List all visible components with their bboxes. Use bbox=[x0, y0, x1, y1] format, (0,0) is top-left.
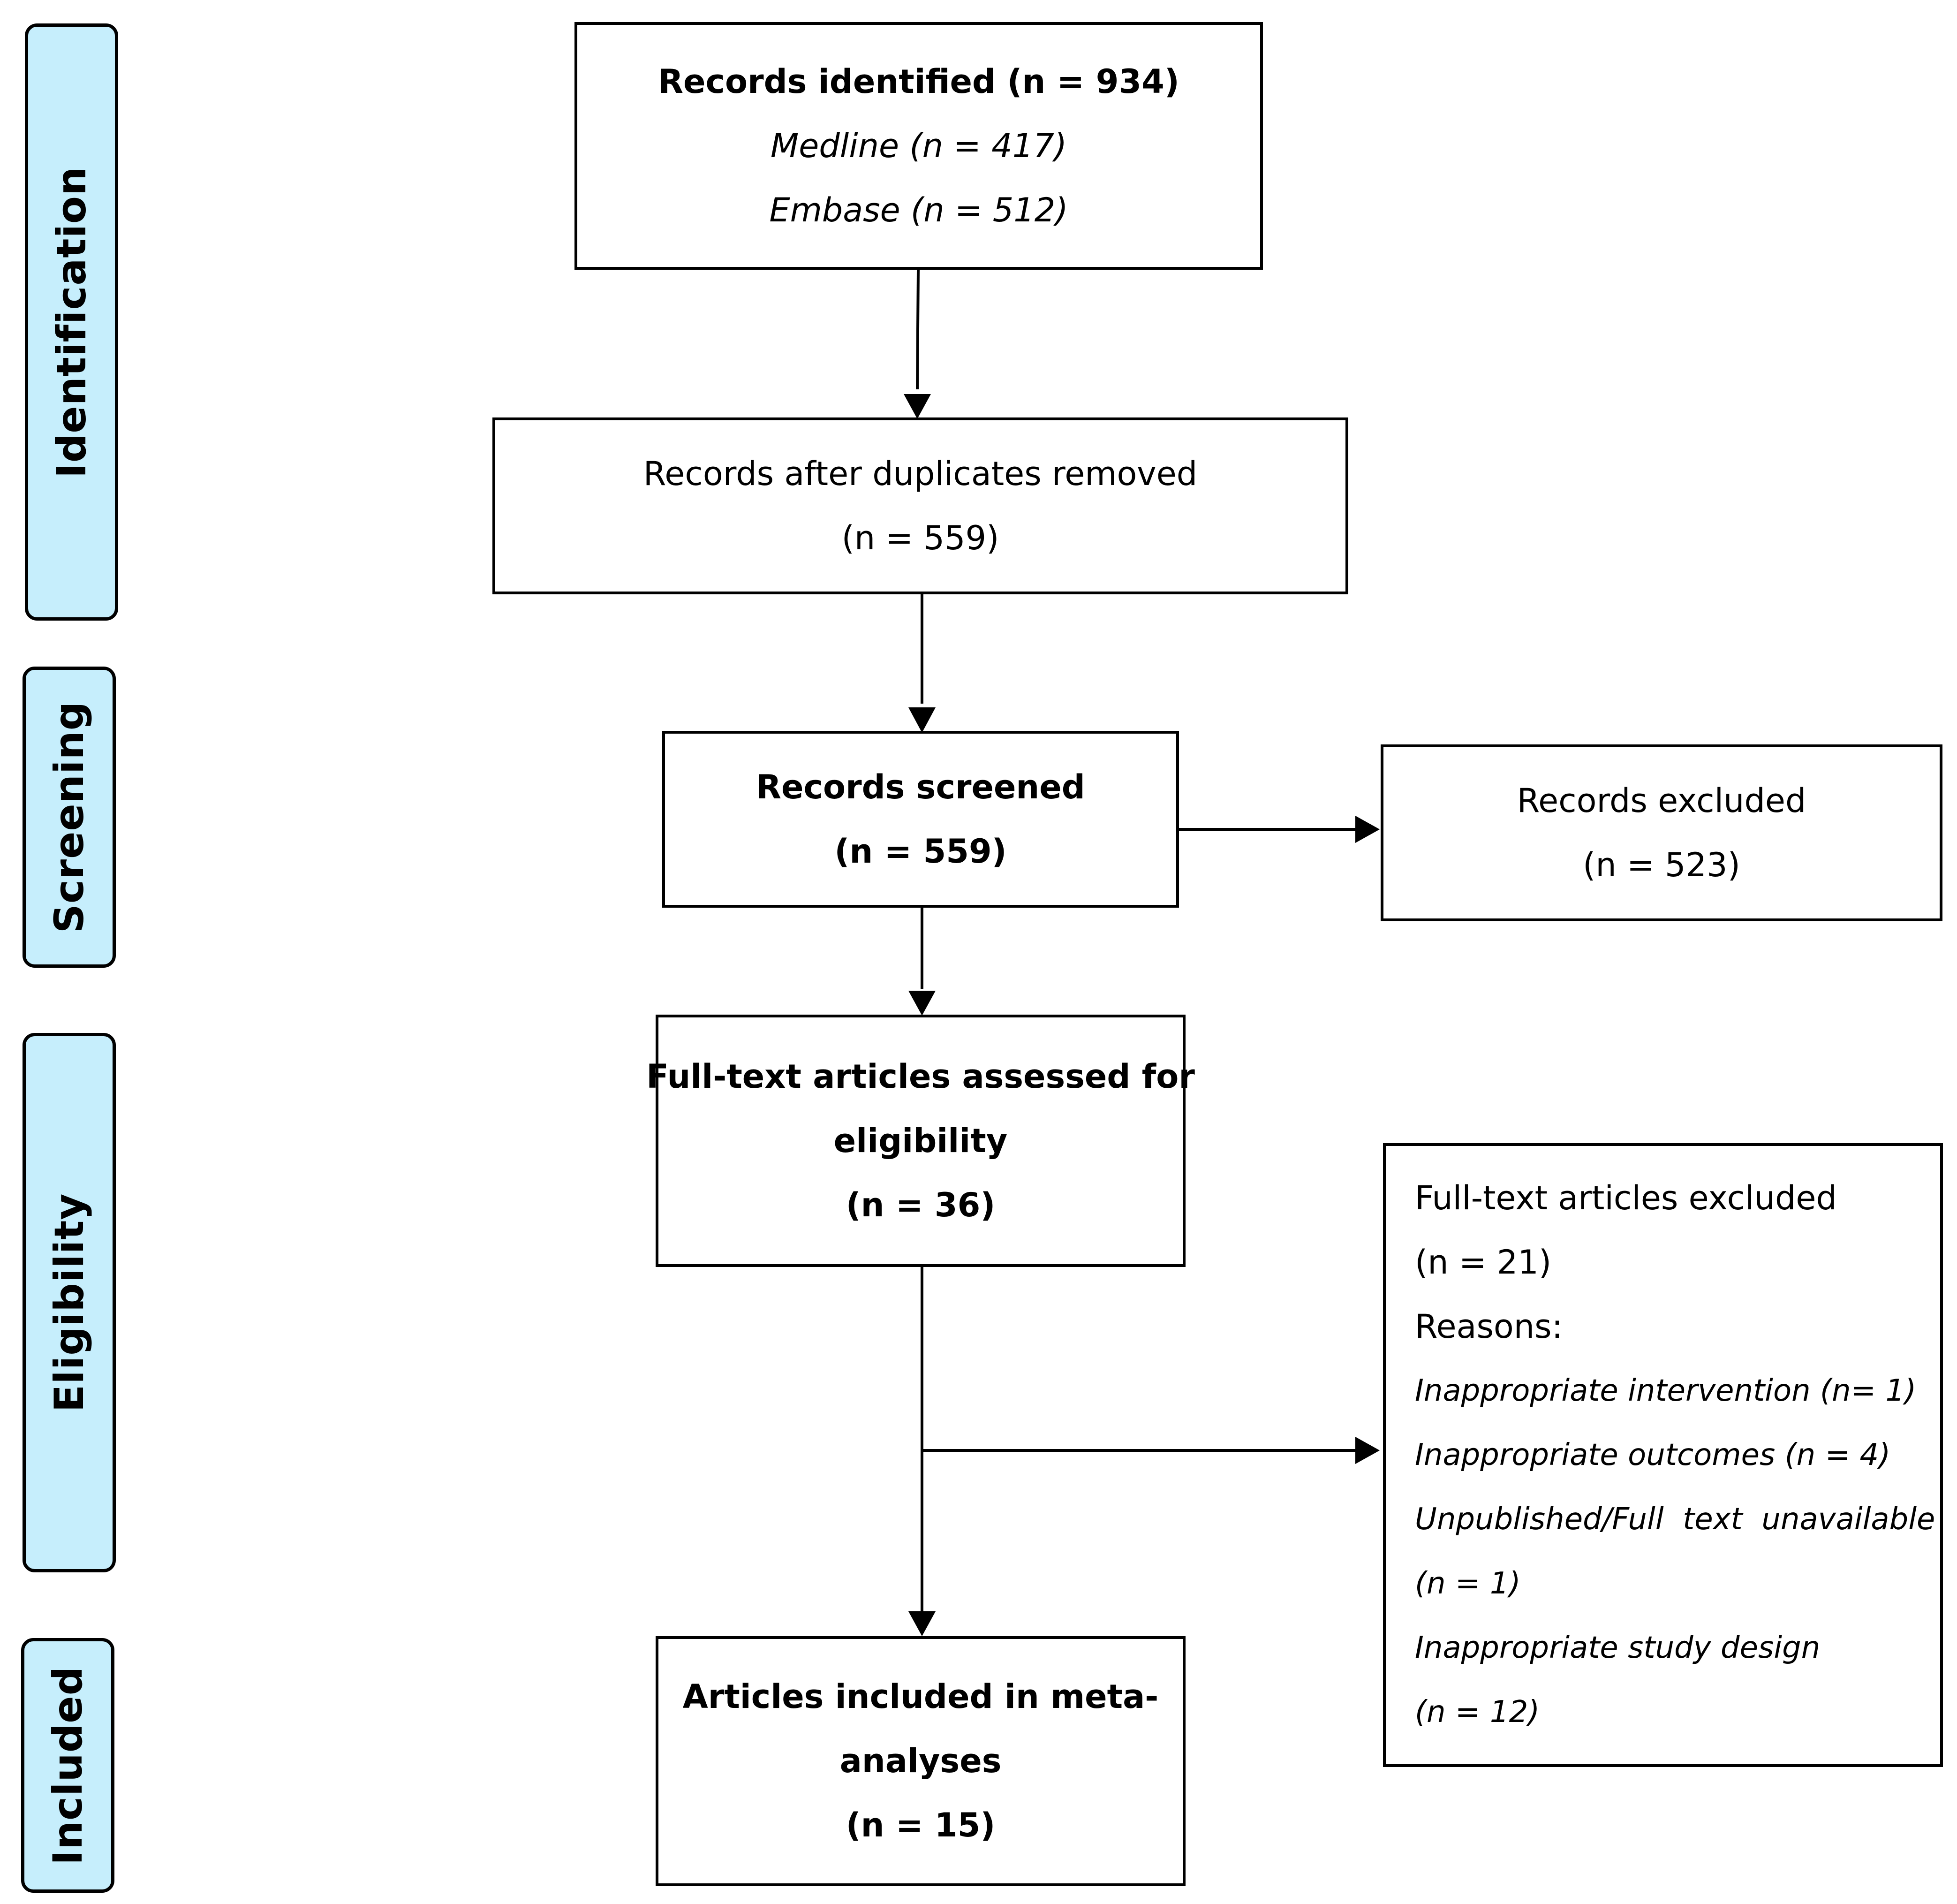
records-excluded-title: Records excluded bbox=[1517, 781, 1806, 820]
records-identified-title: Records identified (n = 934) bbox=[658, 62, 1179, 101]
fulltext-assessed-title-line2: eligibility bbox=[833, 1121, 1008, 1160]
exclusion-reason: Inappropriate study design bbox=[1415, 1630, 1821, 1665]
stage-screening: Screening bbox=[23, 667, 116, 968]
arrowhead-down-2 bbox=[908, 707, 936, 733]
included-articles-box: Articles included in meta- analyses (n =… bbox=[656, 1636, 1186, 1886]
records-screened-title: Records screened bbox=[756, 767, 1085, 806]
arrowhead-down-1 bbox=[904, 394, 931, 419]
records-excluded-box: Records excluded (n = 523) bbox=[1381, 744, 1942, 921]
records-screened-box: Records screened (n = 559) bbox=[662, 731, 1179, 908]
arrowhead-right-2 bbox=[1355, 1437, 1380, 1464]
arrowhead-right-1 bbox=[1355, 816, 1380, 843]
records-identified-medline: Medline (n = 417) bbox=[770, 126, 1067, 165]
fulltext-assessed-title-line1: Full-text articles assessed for bbox=[646, 1057, 1195, 1096]
exclusion-reason: (n = 1) bbox=[1415, 1566, 1521, 1601]
records-screened-count: (n = 559) bbox=[834, 832, 1007, 871]
fulltext-assessed-count: (n = 36) bbox=[846, 1185, 996, 1224]
records-identified-box: Records identified (n = 934) Medline (n … bbox=[574, 22, 1263, 270]
arrowhead-down-4 bbox=[908, 1611, 936, 1636]
fulltext-excluded-title: Full-text articles excluded bbox=[1415, 1178, 1837, 1217]
exclusion-reason: Unpublished/Full text unavailable bbox=[1415, 1502, 1935, 1537]
duplicates-removed-box: Records after duplicates removed (n = 55… bbox=[492, 417, 1348, 594]
fulltext-assessed-box: Full-text articles assessed for eligibil… bbox=[646, 1015, 1195, 1267]
records-identified-embase: Embase (n = 512) bbox=[769, 190, 1068, 229]
duplicates-removed-title: Records after duplicates removed bbox=[643, 454, 1198, 493]
included-articles-title-line1: Articles included in meta- bbox=[682, 1677, 1159, 1716]
included-articles-title-line2: analyses bbox=[839, 1742, 1002, 1780]
arrowheads bbox=[904, 394, 1380, 1636]
arrowhead-down-3 bbox=[908, 991, 936, 1016]
exclusion-reason: (n = 12) bbox=[1415, 1694, 1540, 1730]
stage-eligibility: Eligibility bbox=[23, 1033, 116, 1572]
records-excluded-count: (n = 523) bbox=[1583, 845, 1740, 884]
arrow-identified-to-deduplicated bbox=[916, 269, 920, 390]
fulltext-excluded-count: (n = 21) bbox=[1415, 1243, 1552, 1282]
stage-included: Included bbox=[21, 1638, 114, 1893]
duplicates-removed-count: (n = 559) bbox=[841, 518, 999, 557]
included-articles-count: (n = 15) bbox=[846, 1806, 996, 1844]
fulltext-excluded-reasons-label: Reasons: bbox=[1415, 1307, 1563, 1346]
exclusion-reason: Inappropriate intervention (n= 1) bbox=[1415, 1373, 1917, 1408]
fulltext-excluded-box: Full-text articles excluded (n = 21) Rea… bbox=[1383, 1143, 1943, 1767]
stage-identification: Identification bbox=[25, 23, 118, 621]
exclusion-reason: Inappropriate outcomes (n = 4) bbox=[1415, 1437, 1891, 1472]
